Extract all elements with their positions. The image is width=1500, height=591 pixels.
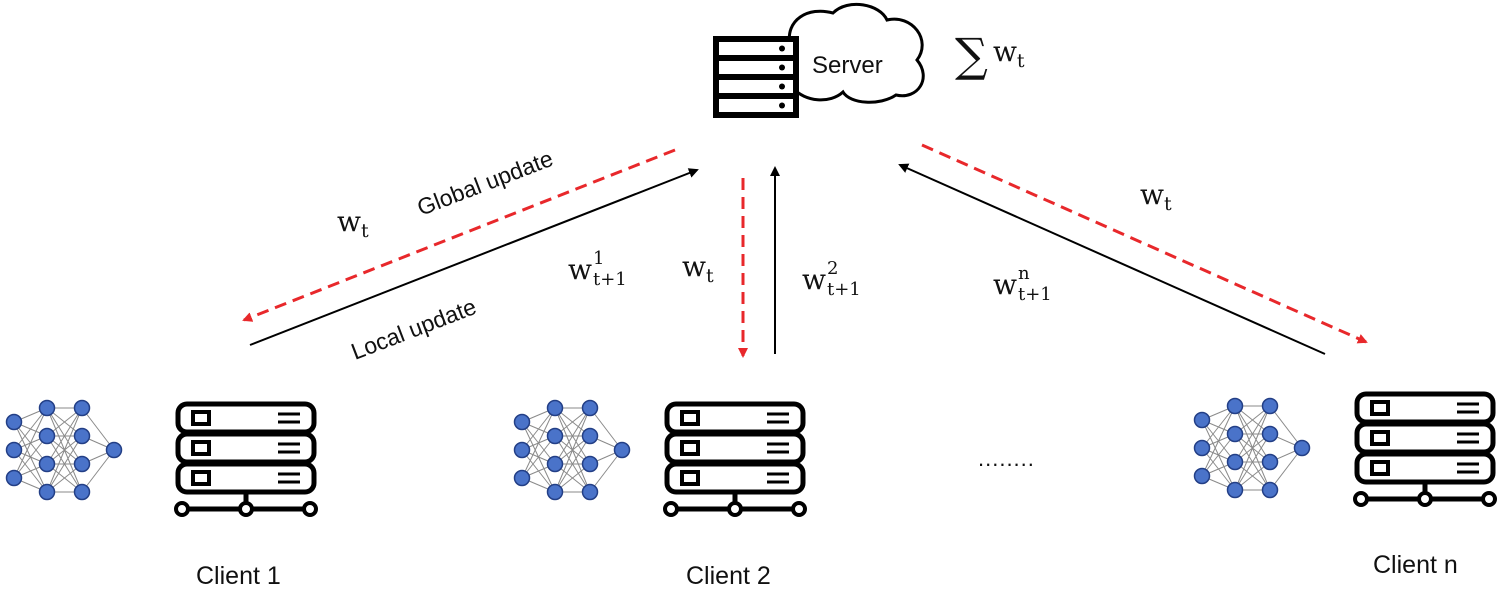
server-label: Server [812, 52, 883, 79]
global-weight-label-client-1: wt [337, 205, 369, 242]
neural-network-icon [513, 399, 631, 501]
client-2-label: Client 2 [686, 562, 771, 590]
ellipsis: ........ [978, 446, 1035, 471]
central-server [713, 2, 925, 118]
sum-symbol: ∑ [955, 28, 988, 82]
local-update-label: Local update [347, 293, 479, 364]
server-rack-icon [713, 36, 799, 118]
client-n [1193, 394, 1496, 505]
client-server-icon [1355, 394, 1495, 505]
global-update-arrow-client-n [921, 143, 1368, 344]
client-1-label: Client 1 [196, 562, 281, 590]
client-server-icon [665, 404, 805, 515]
client-server-icon [176, 404, 316, 515]
aggregation-formula: ∑ wt [955, 28, 1025, 82]
neural-network-icon [5, 399, 123, 501]
global-weight-label-client-2: wt [682, 250, 714, 287]
global-update-label: Global update [413, 145, 556, 221]
global-update-arrow-client-1 [242, 148, 676, 322]
sum-sub: t [1016, 50, 1025, 72]
client-2 [513, 399, 806, 516]
sum-var: w [992, 35, 1017, 68]
local-update-arrow-client-n [898, 163, 1326, 355]
neural-network-icon [1193, 397, 1311, 499]
local-update-arrow-client-1 [249, 168, 699, 346]
global-weight-label-client-n: wt [1140, 178, 1172, 215]
client-n-label: Client n [1373, 551, 1458, 579]
client-1 [5, 399, 317, 516]
